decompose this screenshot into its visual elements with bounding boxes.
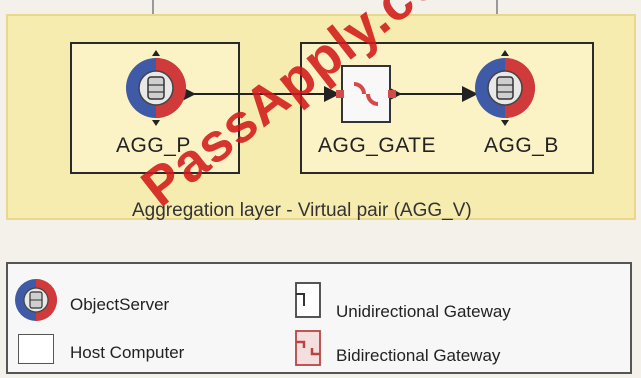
objectserver-icon <box>475 50 535 126</box>
unidirectional-gateway-icon <box>295 282 321 318</box>
aggregation-layer: AGG_P AGG_GATE AGG_B Aggregation layer -… <box>6 14 636 221</box>
objectserver-icon <box>126 50 186 126</box>
layer-caption: Aggregation layer - Virtual pair (AGG_V) <box>132 200 472 221</box>
objectserver-icon <box>15 279 57 321</box>
agg-p-label: AGG_P <box>116 134 191 157</box>
host-computer-icon <box>18 334 54 364</box>
agg-b-label: AGG_B <box>484 134 559 157</box>
legend-bidirectional-label: Bidirectional Gateway <box>336 346 501 365</box>
bidirectional-gateway-icon <box>295 330 321 366</box>
legend-host-label: Host Computer <box>70 343 185 362</box>
upper-connector-right <box>496 0 498 14</box>
upper-connector-left <box>152 0 154 14</box>
legend <box>6 262 632 374</box>
legend-unidirectional-label: Unidirectional Gateway <box>336 302 511 321</box>
legend-objectserver-label: ObjectServer <box>70 295 170 314</box>
agg-gate-label: AGG_GATE <box>318 134 436 157</box>
bidirectional-gateway-icon <box>336 65 396 123</box>
